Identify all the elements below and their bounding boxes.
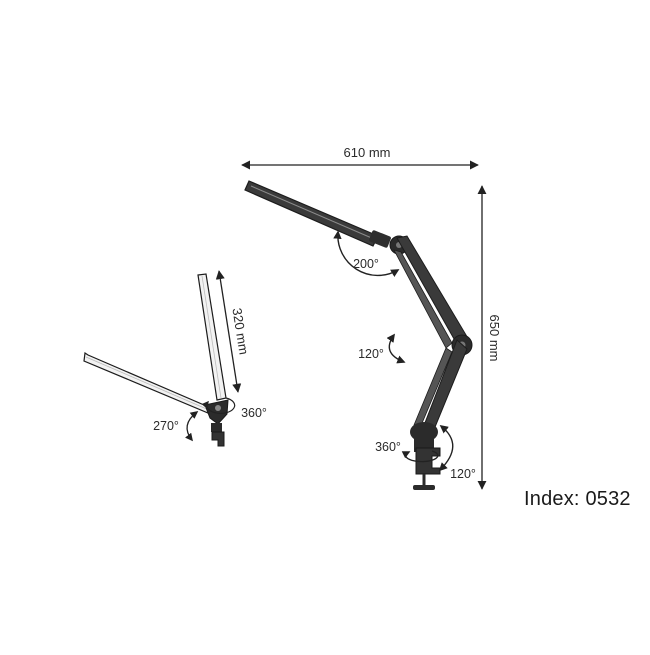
base-tilt-label: 120°: [450, 467, 476, 481]
lower-arm: [413, 339, 468, 433]
index-label: Index: 0532: [524, 488, 631, 510]
folded-tilt-label: 270°: [153, 419, 179, 433]
base-tilt-arrow-icon: [438, 424, 454, 472]
head-length-dimension: [215, 270, 242, 393]
swivel-arrow-icon: [401, 450, 439, 463]
lamp-head: [244, 180, 391, 248]
height-label: 650 mm: [487, 315, 502, 362]
head-length-label: 320 mm: [229, 307, 251, 356]
folded-tilt-arrow-icon: [185, 411, 199, 442]
head-rotation-label: 200°: [353, 257, 379, 271]
extended-lamp: [244, 180, 473, 490]
folded-swivel-label: 360°: [241, 406, 267, 420]
arm-tilt-label: 120°: [358, 347, 384, 361]
upper-arm: [393, 235, 470, 349]
clamp-base: [410, 422, 441, 490]
width-label: 610 mm: [344, 145, 391, 160]
rotation-arrow-icon: [333, 230, 400, 278]
tilt-arrow-icon: [386, 333, 406, 364]
folded-swivel-arrow-icon: [201, 397, 236, 414]
base-swivel-label: 360°: [375, 440, 401, 454]
